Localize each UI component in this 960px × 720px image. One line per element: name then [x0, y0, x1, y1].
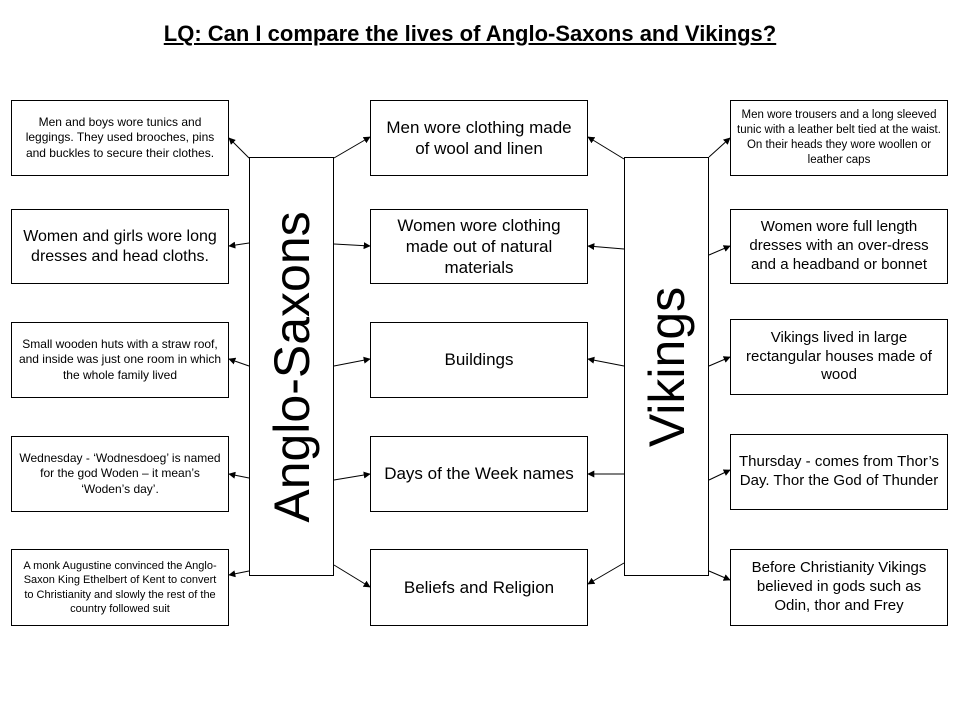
center-beliefs-text: Beliefs and Religion	[403, 577, 555, 597]
arrow-v-to-right-2	[708, 356, 731, 367]
arrow-v-to-right-0	[708, 137, 731, 158]
arrow-v-to-center-0	[587, 136, 625, 160]
center-beliefs-box: Beliefs and Religion	[370, 549, 588, 626]
viking-days-text: Thursday - comes from Thor’s Day. Thor t…	[738, 453, 940, 489]
vikings-label: Vikings	[638, 286, 695, 447]
arrow-v-to-center-4	[587, 562, 625, 585]
viking-men-clothing-text: Men wore trousers and a long sleeved tun…	[737, 109, 941, 166]
viking-beliefs-box: Before Christianity Vikings believed in …	[730, 549, 948, 626]
viking-women-clothing-box: Women wore full length dresses with an o…	[730, 209, 948, 284]
center-men-clothing-box: Men wore clothing made of wool and linen	[370, 100, 588, 176]
arrow-v-to-right-3	[708, 469, 731, 481]
anglo-saxon-days-text: Wednesday - ‘Wodnesdoeg’ is named for th…	[19, 450, 221, 496]
anglo-saxon-beliefs-box: A monk Augustine convinced the Anglo-Sax…	[11, 549, 229, 626]
anglo-saxon-beliefs-text: A monk Augustine convinced the Anglo-Sax…	[23, 559, 217, 615]
center-women-clothing-box: Women wore clothing made out of natural …	[370, 209, 588, 284]
viking-men-clothing-box: Men wore trousers and a long sleeved tun…	[730, 100, 948, 176]
anglo-saxons-label: Anglo-Saxons	[263, 210, 320, 523]
center-men-clothing-text: Men wore clothing made of wool and linen	[386, 117, 572, 158]
arrow-as-to-left-2	[228, 357, 250, 367]
arrow-as-to-left-4	[228, 570, 250, 578]
anglo-saxon-men-clothing-text: Men and boys wore tunics and leggings. T…	[25, 114, 215, 160]
anglo-saxon-days-box: Wednesday - ‘Wodnesdoeg’ is named for th…	[11, 436, 229, 512]
anglo-saxon-buildings-box: Small wooden huts with a straw roof, and…	[11, 322, 229, 398]
arrow-as-to-center-3	[333, 471, 371, 481]
center-days-box: Days of the Week names	[370, 436, 588, 512]
center-buildings-text: Buildings	[444, 350, 514, 370]
anglo-saxon-women-clothing-text: Women and girls wore long dresses and he…	[23, 227, 217, 265]
anglo-saxon-men-clothing-box: Men and boys wore tunics and leggings. T…	[11, 100, 229, 176]
viking-beliefs-text: Before Christianity Vikings believed in …	[751, 559, 927, 614]
arrow-as-to-center-4	[333, 564, 371, 588]
arrow-v-to-center-1	[587, 243, 625, 251]
center-buildings-box: Buildings	[370, 322, 588, 398]
center-women-clothing-text: Women wore clothing made out of natural …	[397, 215, 561, 278]
anglo-saxon-buildings-text: Small wooden huts with a straw roof, and…	[18, 336, 222, 382]
arrow-v-to-right-1	[708, 245, 731, 256]
viking-days-box: Thursday - comes from Thor’s Day. Thor t…	[730, 434, 948, 510]
arrow-as-to-center-1	[333, 242, 371, 250]
arrow-as-to-left-1	[228, 241, 250, 249]
center-days-text: Days of the Week names	[384, 464, 574, 484]
arrow-as-to-center-0	[333, 136, 371, 159]
arrow-as-to-left-0	[228, 137, 250, 159]
arrow-v-to-right-4	[708, 570, 731, 581]
anglo-saxons-column: Anglo-Saxons	[249, 157, 334, 576]
arrow-as-to-left-3	[228, 471, 250, 479]
viking-buildings-text: Vikings lived in large rectangular house…	[746, 328, 932, 384]
arrow-v-to-center-2	[587, 356, 625, 367]
viking-buildings-box: Vikings lived in large rectangular house…	[730, 319, 948, 395]
vikings-column: Vikings	[624, 157, 709, 576]
viking-women-clothing-text: Women wore full length dresses with an o…	[749, 218, 929, 273]
page-title: LQ: Can I compare the lives of Anglo-Sax…	[163, 21, 777, 46]
arrow-as-to-center-2	[333, 356, 371, 367]
anglo-saxon-women-clothing-box: Women and girls wore long dresses and he…	[11, 209, 229, 284]
